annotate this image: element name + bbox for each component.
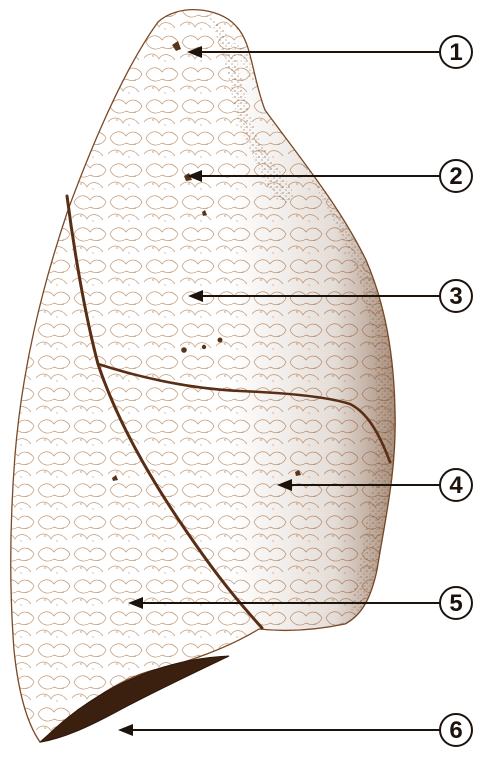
callout-label: 5 [449, 590, 462, 617]
callout-1: 1 [440, 36, 472, 68]
callout-3: 3 [440, 280, 472, 312]
callout-label: 3 [449, 283, 462, 310]
callout-label: 1 [449, 39, 462, 66]
callout-4: 4 [440, 469, 472, 501]
callout-6: 6 [440, 714, 472, 746]
callout-2: 2 [440, 160, 472, 192]
callout-label: 6 [449, 717, 462, 744]
callout-label: 4 [449, 472, 463, 499]
callout-label: 2 [449, 163, 462, 190]
callout-5: 5 [440, 587, 472, 619]
